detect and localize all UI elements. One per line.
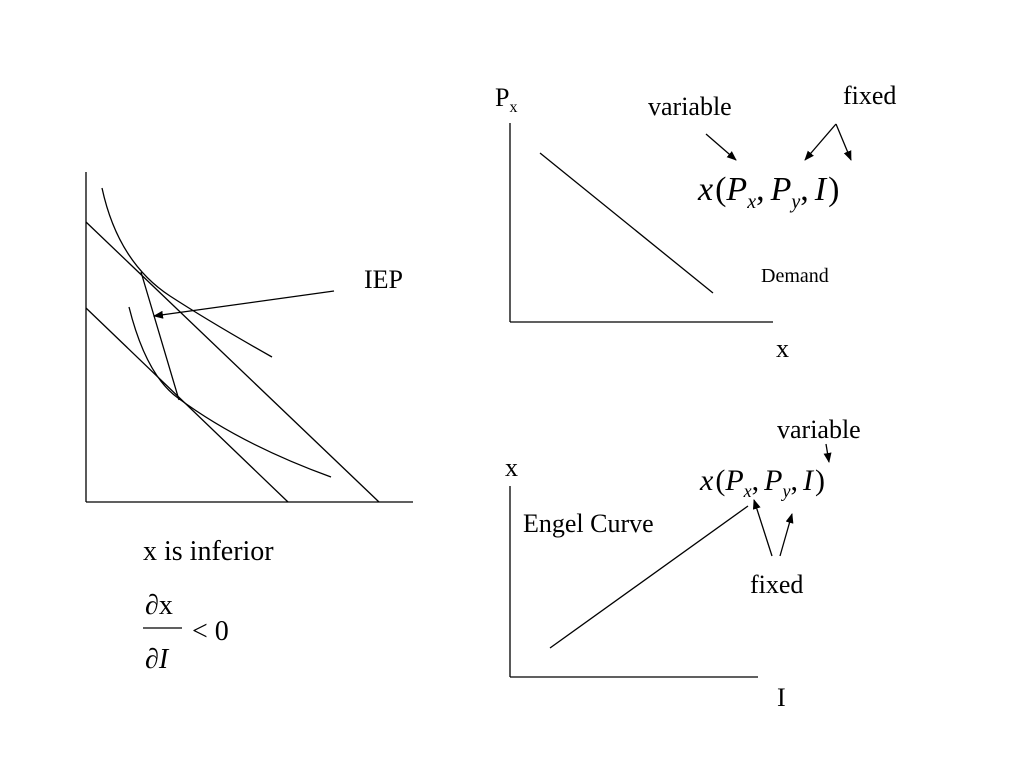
fixed-arrow-i-demand bbox=[835, 123, 852, 161]
demand-function: x(Px,Py,I) bbox=[697, 171, 839, 213]
fixed-arrow-px-engel bbox=[752, 499, 773, 557]
derivative-denominator: ∂I bbox=[145, 644, 170, 675]
iep-label: IEP bbox=[364, 265, 403, 294]
iep-pointer-arrow bbox=[153, 290, 335, 319]
demand-x-axis-label: x bbox=[776, 334, 789, 363]
engel-curve bbox=[549, 505, 749, 649]
engel-panel bbox=[509, 443, 832, 678]
fixed-note-demand: fixed bbox=[843, 81, 896, 110]
income-expansion-path bbox=[140, 271, 180, 401]
demand-curve-label: Demand bbox=[761, 265, 829, 287]
variable-arrow-demand bbox=[705, 133, 737, 161]
fixed-note-engel: fixed bbox=[750, 570, 803, 599]
engel-function: x(Px,Py,I) bbox=[699, 464, 825, 501]
demand-panel bbox=[509, 123, 852, 323]
variable-note-engel: variable bbox=[777, 415, 861, 444]
fixed-arrow-py-demand bbox=[804, 123, 837, 161]
engel-curve-label: Engel Curve bbox=[523, 509, 654, 538]
inferior-caption: x is inferior bbox=[143, 536, 274, 567]
engel-x-axis-label: I bbox=[777, 683, 786, 712]
derivative-numerator: ∂x bbox=[145, 590, 173, 621]
budget-line-high bbox=[85, 221, 380, 503]
demand-y-axis-label: Px bbox=[495, 83, 517, 116]
indifference-curve-low bbox=[128, 306, 332, 478]
derivative-relation: < 0 bbox=[192, 616, 229, 647]
fixed-arrow-py-engel bbox=[779, 513, 794, 557]
demand-curve bbox=[539, 152, 714, 294]
iep-panel bbox=[85, 172, 413, 503]
variable-note-demand: variable bbox=[648, 92, 732, 121]
variable-arrow-engel bbox=[823, 443, 832, 463]
indifference-curve-high bbox=[101, 187, 273, 358]
engel-y-axis-label: x bbox=[505, 453, 518, 482]
